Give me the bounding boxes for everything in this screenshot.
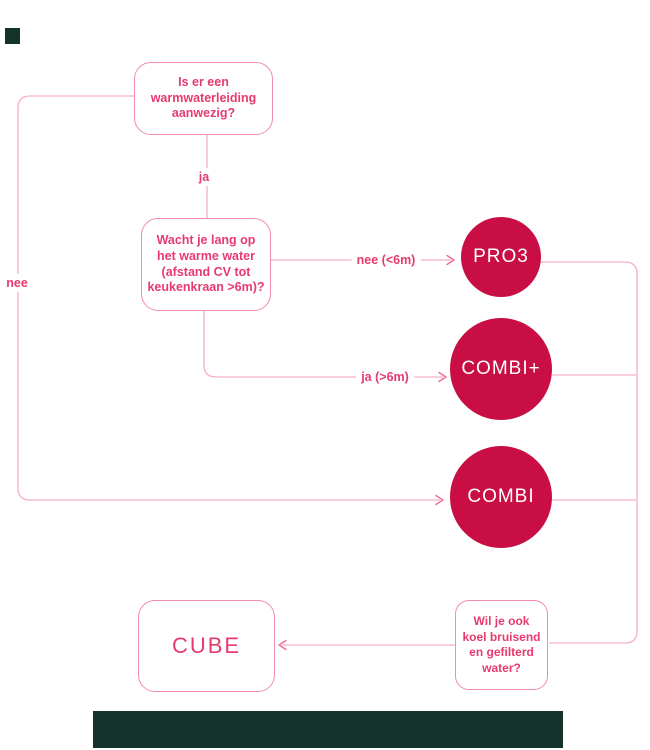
question-warmwaterleiding: Is er een warmwaterleiding aanwezig? <box>134 62 273 135</box>
question-koel-bruisend: Wil je ook koel bruisend en gefilterd wa… <box>455 600 548 690</box>
connector-nee-to-combi <box>17 95 440 501</box>
question-text-line: Wacht je lang op <box>156 232 256 247</box>
question-text-line: keukenkraan >6m)? <box>147 280 265 295</box>
question-text-line: water? <box>482 660 521 675</box>
top-left-decor-square <box>5 28 20 44</box>
edge-label-ja-6m: ja (>6m) <box>356 368 414 386</box>
arrowhead-combiplus-icon <box>438 371 447 383</box>
result-combi-label: COMBI <box>467 486 535 507</box>
result-cube-label: CUBE <box>171 633 242 659</box>
question-text-line: en gefilterd <box>469 645 534 659</box>
result-combi-circle: COMBI <box>450 446 552 548</box>
edge-label-nee: nee <box>1 274 33 292</box>
connector-ja6m-to-combiplus <box>203 311 443 378</box>
question-text-line: Wil je ook <box>473 614 530 628</box>
result-cube-box: CUBE <box>138 600 275 692</box>
result-pro3-circle: PRO3 <box>461 217 541 297</box>
question-text-line: (afstand CV tot <box>161 264 251 279</box>
question-text-line: Is er een <box>178 74 229 89</box>
edge-label-ja: ja <box>193 168 215 186</box>
result-pro3-label: PRO3 <box>473 246 529 267</box>
arrowhead-pro3-icon <box>446 254 455 266</box>
question-text-line: aanwezig? <box>171 106 236 121</box>
connector-rail-to-question3 <box>541 261 638 644</box>
question-text-line: koel bruisend <box>462 629 541 644</box>
result-combi-plus-label: COMBI+ <box>461 358 541 379</box>
arrowhead-combi-icon <box>435 494 444 506</box>
edge-label-nee-6m: nee (<6m) <box>351 251 421 269</box>
question-text-line: warmwaterleiding <box>150 90 257 105</box>
question-wachttijd: Wacht je lang op het warme water (afstan… <box>141 218 271 311</box>
result-combi-plus-circle: COMBI+ <box>450 318 552 420</box>
arrowhead-cube-icon <box>278 639 287 651</box>
bottom-decor-bar <box>93 711 563 748</box>
question-text-line: het warme water <box>157 248 255 263</box>
